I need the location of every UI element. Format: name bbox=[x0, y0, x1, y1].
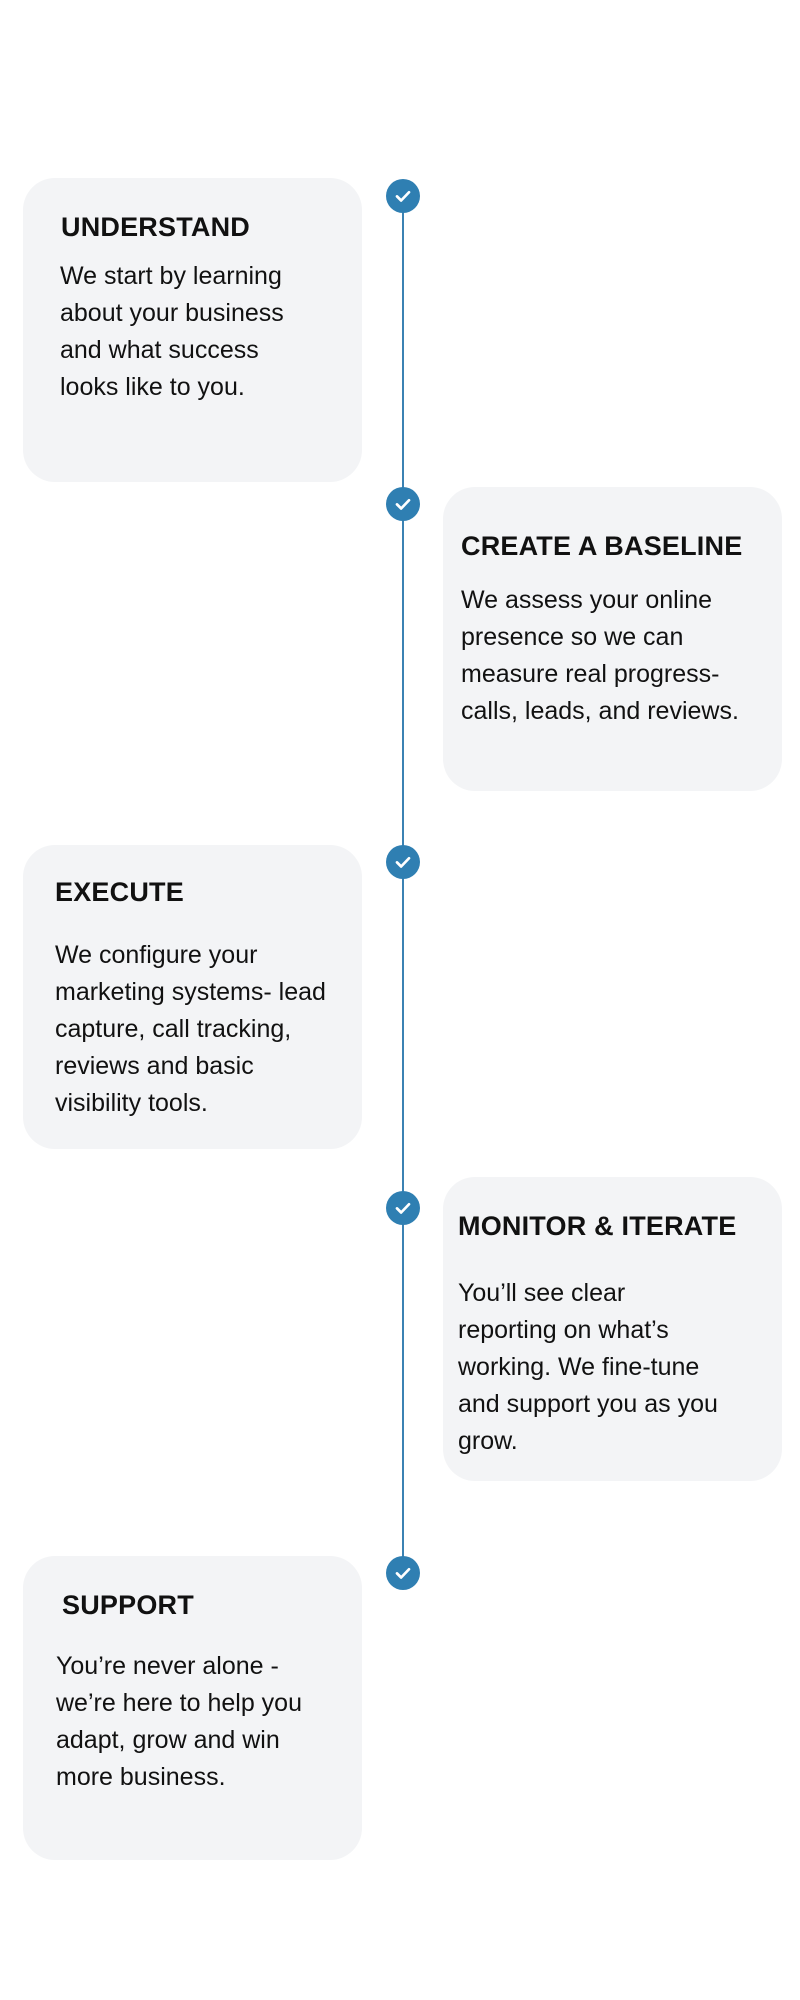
step-title: SUPPORT bbox=[62, 1590, 194, 1620]
step-card-create-a-baseline: CREATE A BASELINE We assess your online … bbox=[443, 487, 782, 791]
timeline-line bbox=[402, 196, 404, 1572]
step-description: We configure your marketing systems- lea… bbox=[55, 941, 326, 1117]
step-title: CREATE A BASELINE bbox=[461, 531, 743, 561]
step-1-check-icon bbox=[386, 179, 420, 213]
step-title: MONITOR & ITERATE bbox=[458, 1211, 737, 1241]
step-4-check-icon bbox=[386, 1191, 420, 1225]
step-description: We assess your online presence so we can… bbox=[461, 586, 739, 725]
step-description: We start by learning about your business… bbox=[60, 262, 284, 401]
step-title: EXECUTE bbox=[55, 877, 184, 907]
step-2-check-icon bbox=[386, 487, 420, 521]
step-description: You’re never alone - we’re here to help … bbox=[56, 1652, 302, 1791]
step-title: UNDERSTAND bbox=[61, 212, 250, 242]
step-description: You’ll see clear reporting on what’s wor… bbox=[458, 1279, 718, 1455]
step-3-check-icon bbox=[386, 845, 420, 879]
step-card-execute: EXECUTE We configure your marketing syst… bbox=[23, 845, 362, 1149]
step-card-understand: UNDERSTAND We start by learning about yo… bbox=[23, 178, 362, 482]
step-card-support: SUPPORT You’re never alone - we’re here … bbox=[23, 1556, 362, 1860]
step-5-check-icon bbox=[386, 1556, 420, 1590]
step-card-monitor-and-iterate: MONITOR & ITERATE You’ll see clear repor… bbox=[443, 1177, 782, 1481]
